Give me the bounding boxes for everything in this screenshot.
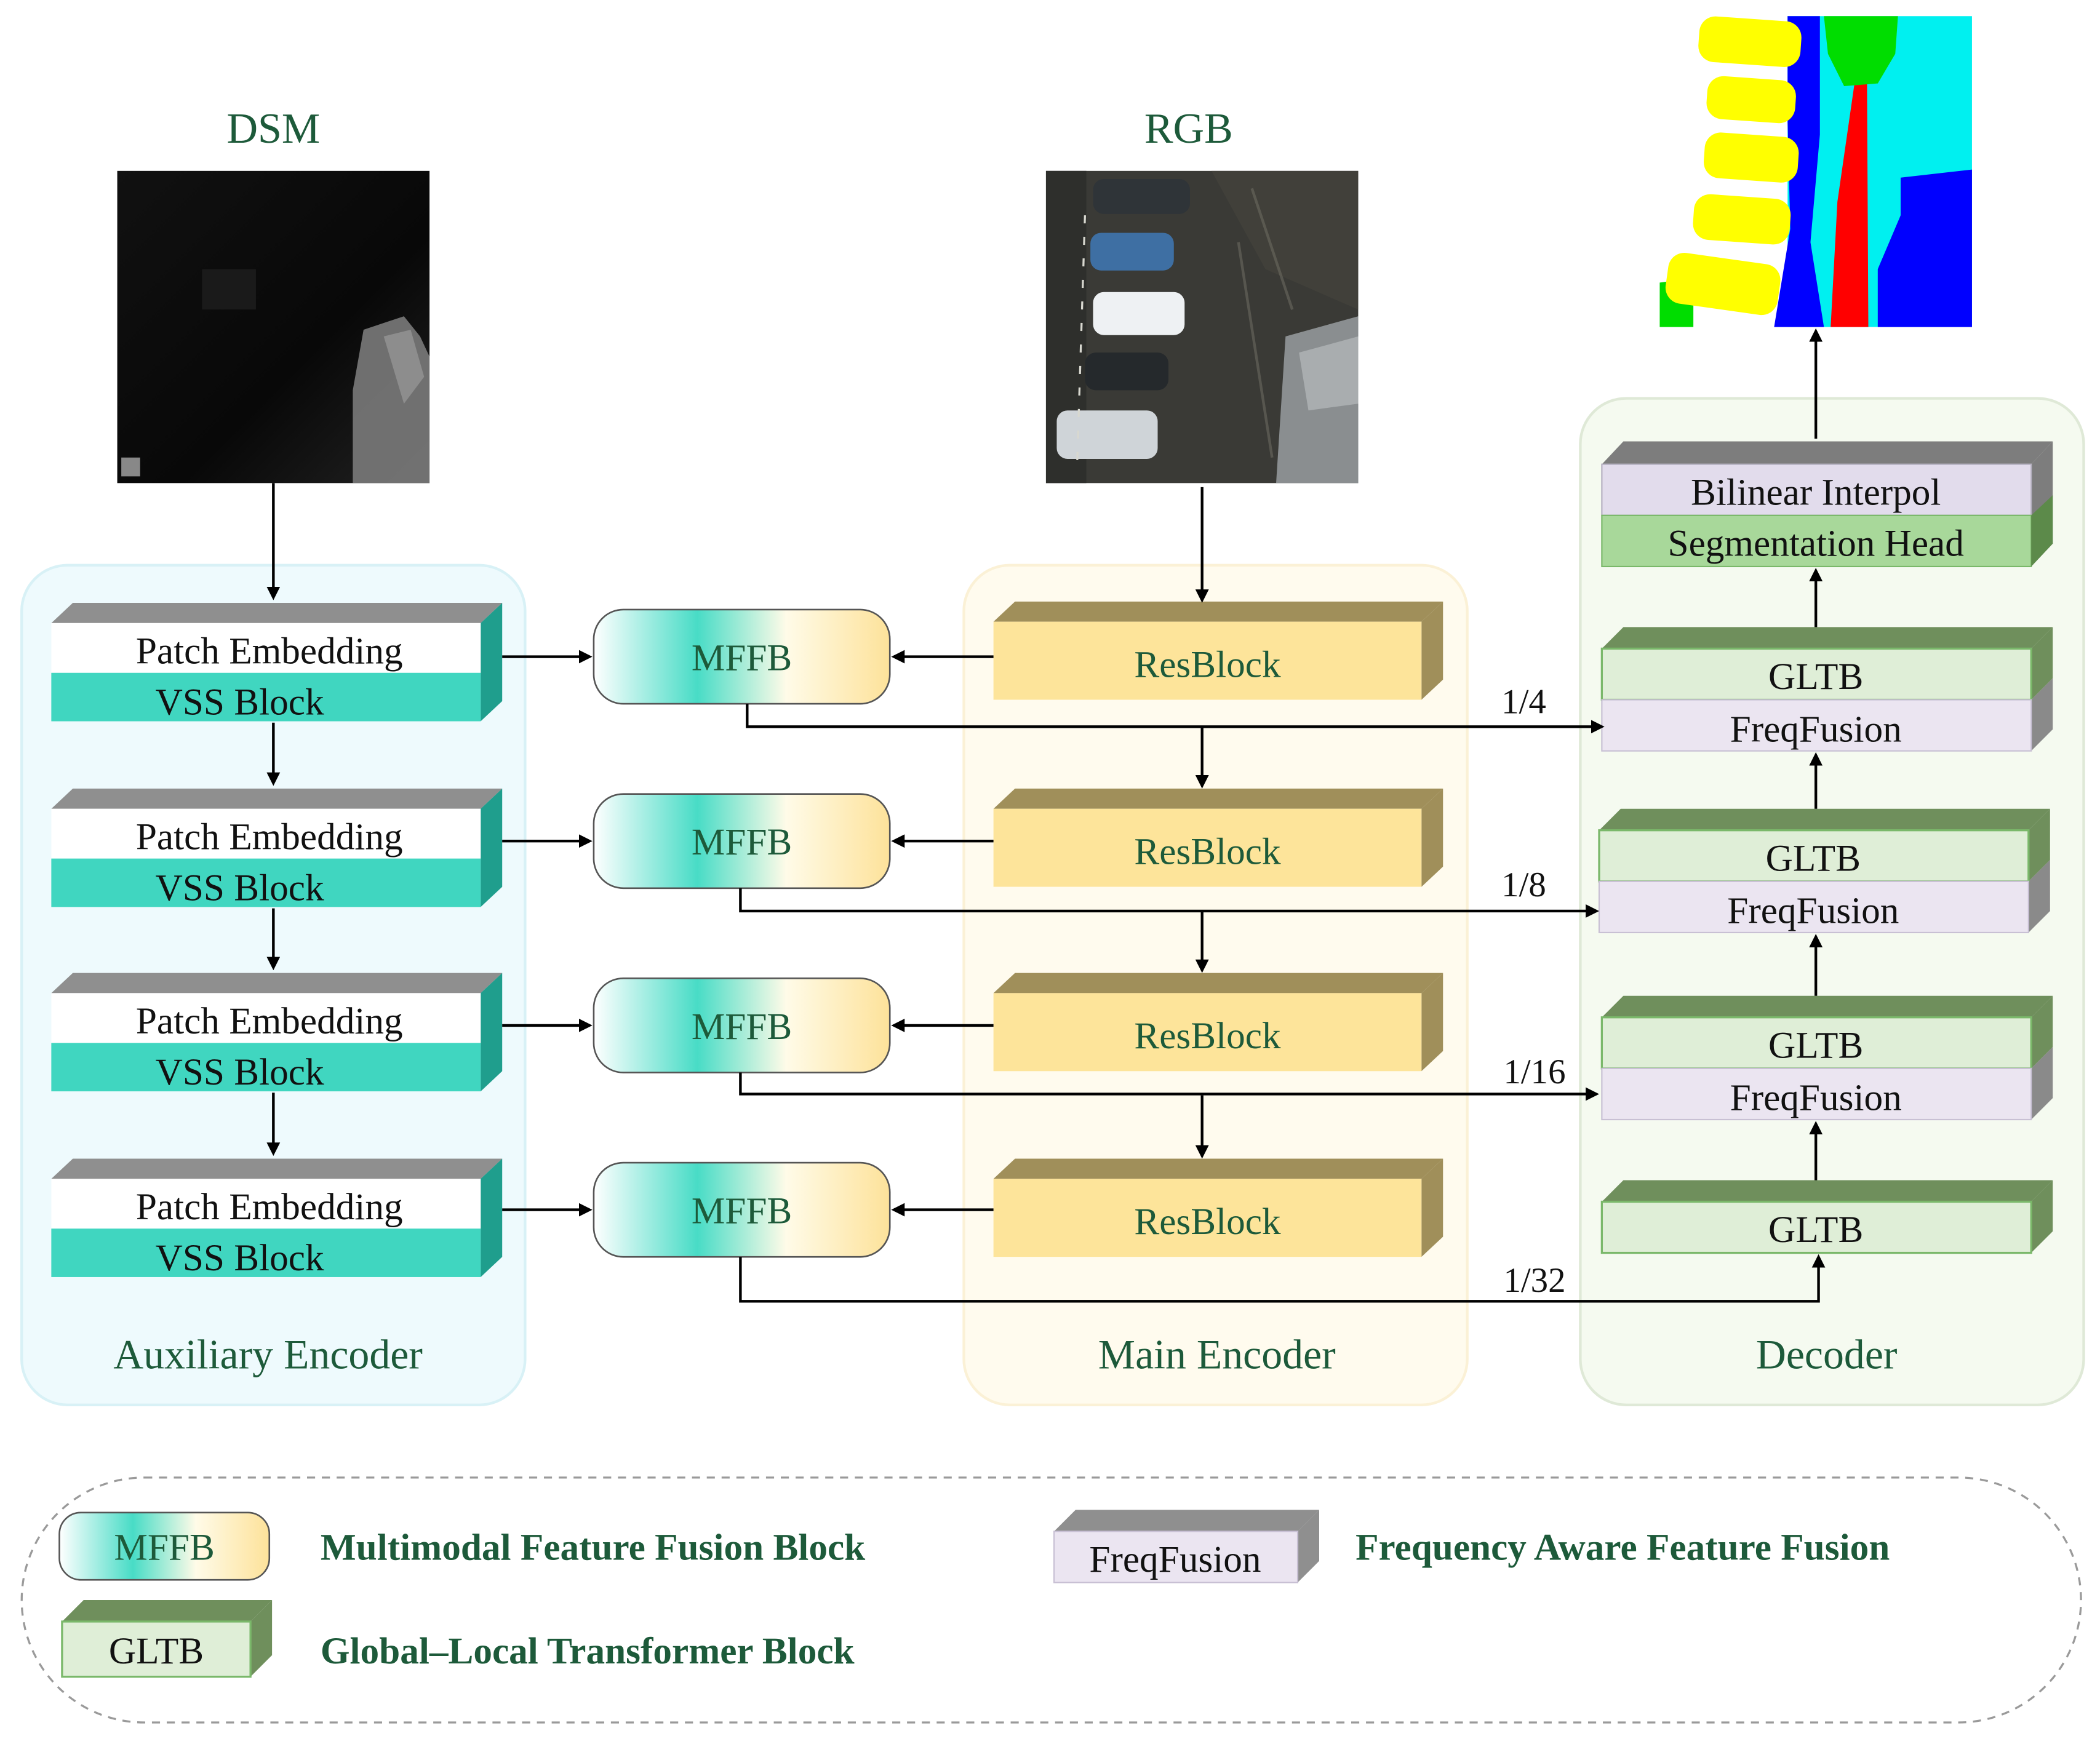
aux-block-1: Patch Embedding VSS Block <box>51 603 503 723</box>
stage-1-freqfusion-label: FreqFusion <box>1730 708 1902 750</box>
car-1 <box>1093 178 1190 214</box>
mffb-1-label: MFFB <box>692 637 792 679</box>
seg-car-4 <box>1693 194 1791 245</box>
segmentation-head-label: Segmentation Head <box>1668 522 1964 564</box>
scale-label-1-4: 1/4 <box>1501 682 1546 721</box>
resblock-1-label: ResBlock <box>1134 643 1281 685</box>
legend-mffb-box-label: MFFB <box>114 1526 214 1568</box>
car-3 <box>1093 292 1185 335</box>
aux-2-vss-block-label: VSS Block <box>156 867 324 909</box>
mffb-block-1: MFFB <box>593 608 891 705</box>
car-4 <box>1085 352 1168 391</box>
legend-gltb-description: Global–Local Transformer Block <box>321 1630 855 1672</box>
mffb-block-2: MFFB <box>593 793 891 890</box>
decoder-label: Decoder <box>1756 1332 1898 1378</box>
aux-4-patch-embedding-label: Patch Embedding <box>136 1186 403 1228</box>
stage-2-gltb-label: GLTB <box>1766 837 1861 879</box>
mffb-4-label: MFFB <box>692 1190 792 1232</box>
resblock-4: ResBlock <box>993 1158 1443 1257</box>
decoder-stage-4: GLTB <box>1600 1180 2053 1254</box>
seg-car-3 <box>1703 132 1799 183</box>
decoder-stage-2: GLTB FreqFusion <box>1598 808 2050 934</box>
bilinear-interpol-label: Bilinear Interpol <box>1691 471 1941 513</box>
resblock-1: ResBlock <box>993 601 1443 700</box>
resblock-3: ResBlock <box>993 973 1443 1072</box>
legend-gltb: GLTB Global–Local Transformer Block <box>61 1599 855 1678</box>
legend-mffb-description: Multimodal Feature Fusion Block <box>321 1526 865 1568</box>
legend-mffb: MFFB Multimodal Feature Fusion Block <box>58 1511 865 1581</box>
stage-3-freqfusion-label: FreqFusion <box>1730 1077 1902 1119</box>
aux-block-4: Patch Embedding VSS Block <box>51 1158 503 1279</box>
legend-gltb-box-label: GLTB <box>109 1630 204 1672</box>
seg-car-1 <box>1698 16 1802 67</box>
mffb-3-label: MFFB <box>692 1006 792 1048</box>
decoder-stage-3: GLTB FreqFusion <box>1600 995 2053 1121</box>
aux-3-patch-embedding-label: Patch Embedding <box>136 1000 403 1042</box>
segmentation-map <box>1659 16 1972 327</box>
legend-freq-description: Frequency Aware Feature Fusion <box>1355 1526 1890 1568</box>
aux-3-vss-block-label: VSS Block <box>156 1051 324 1093</box>
car-5 <box>1056 410 1158 459</box>
legend-freq-box-label: FreqFusion <box>1089 1539 1261 1580</box>
stage-3-gltb-label: GLTB <box>1768 1024 1863 1066</box>
rgb-label: RGB <box>1144 105 1233 153</box>
legend-freqfusion: FreqFusion Frequency Aware Feature Fusio… <box>1053 1510 1890 1583</box>
stage-1-gltb-label: GLTB <box>1768 656 1863 698</box>
resblock-4-label: ResBlock <box>1134 1201 1281 1243</box>
decoder-stage-1: GLTB FreqFusion <box>1600 627 2053 752</box>
resblock-3-label: ResBlock <box>1134 1015 1281 1057</box>
scale-label-1-16: 1/16 <box>1503 1053 1565 1091</box>
mffb-block-4: MFFB <box>593 1161 891 1258</box>
aux-block-2: Patch Embedding VSS Block <box>51 788 503 909</box>
main-encoder-label: Main Encoder <box>1098 1332 1336 1378</box>
scale-label-1-8: 1/8 <box>1501 866 1546 904</box>
seg-car-5 <box>1665 253 1781 316</box>
aux-2-patch-embedding-label: Patch Embedding <box>136 816 403 858</box>
rgb-image <box>1045 170 1359 484</box>
car-2 <box>1090 233 1174 271</box>
segmentation-head-block: Bilinear Interpol Segmentation Head <box>1601 441 2053 568</box>
legend-frame <box>20 1476 2082 1724</box>
aux-1-patch-embedding-label: Patch Embedding <box>136 630 403 672</box>
flow-arrows <box>266 328 1826 1303</box>
dsm-image <box>117 170 430 484</box>
aux-block-3: Patch Embedding VSS Block <box>51 973 503 1093</box>
dsm-label: DSM <box>226 105 320 153</box>
aux-1-vss-block-label: VSS Block <box>156 682 324 723</box>
aux-4-vss-block-label: VSS Block <box>156 1237 324 1279</box>
seg-car-2 <box>1706 76 1796 124</box>
stage-4-gltb-label: GLTB <box>1768 1209 1863 1251</box>
mffb-2-label: MFFB <box>692 821 792 863</box>
scale-label-1-32: 1/32 <box>1503 1261 1565 1300</box>
stage-2-freqfusion-label: FreqFusion <box>1727 890 1899 932</box>
mffb-block-3: MFFB <box>593 978 891 1073</box>
auxiliary-encoder-label: Auxiliary Encoder <box>113 1332 423 1378</box>
resblock-2: ResBlock <box>993 788 1443 887</box>
resblock-2-label: ResBlock <box>1134 830 1281 872</box>
